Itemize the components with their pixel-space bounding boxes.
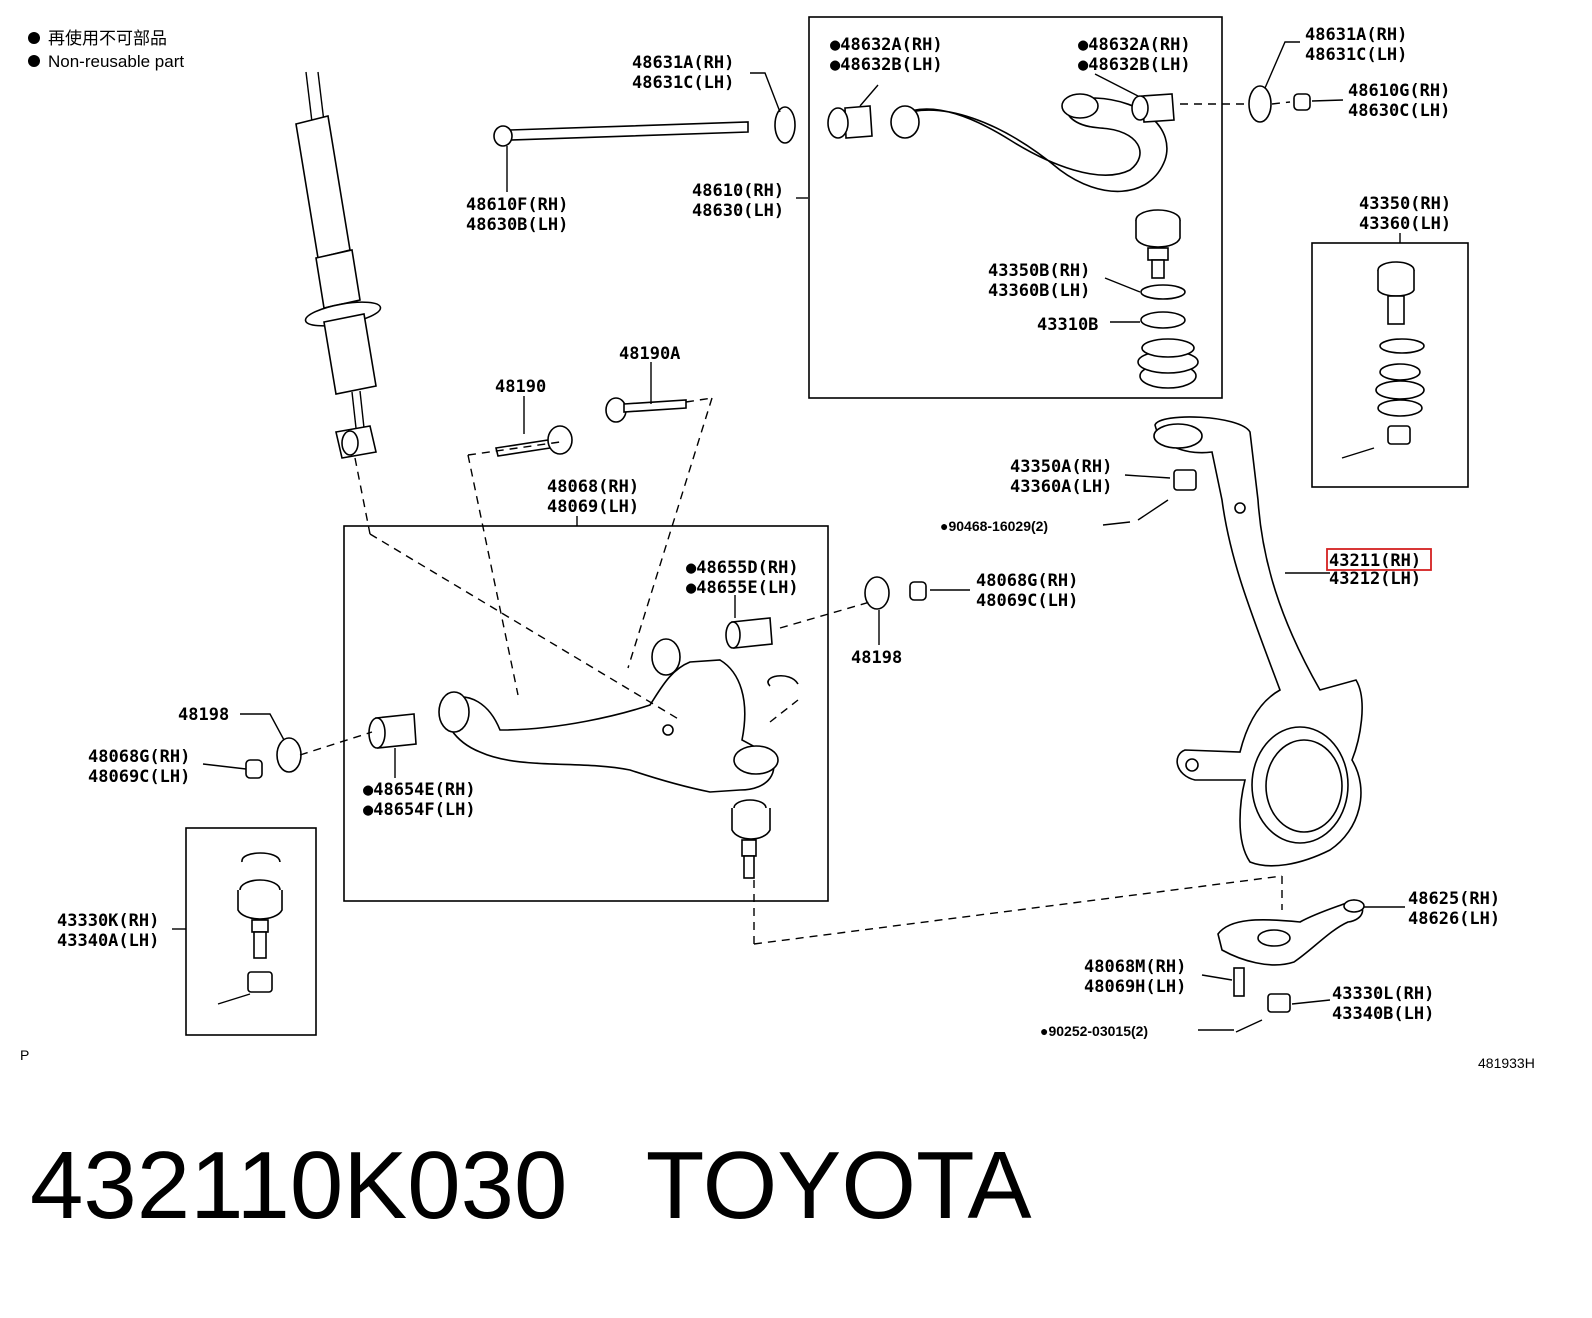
legend-jp: 再使用不可部品 (48, 28, 167, 48)
steering-arm (1217, 899, 1365, 966)
label-90252: ●90252-03015(2) (1040, 1023, 1148, 1039)
label-43360-lh: 43360(LH) (1359, 214, 1451, 234)
label-48632b-lh-right: ●48632B(LH) (1078, 55, 1191, 75)
label-48655e-lh: ●48655E(LH) (686, 578, 799, 598)
upper-arm-bolt (493, 121, 749, 147)
upper-ball-joint (1135, 209, 1181, 279)
snap-ring-lower (767, 675, 799, 687)
legend-en: Non-reusable part (48, 52, 184, 71)
steering-knuckle (1153, 416, 1363, 867)
label-48654f-lh: ●48654F(LH) (363, 800, 476, 820)
label-48630c-lh: 48630C(LH) (1348, 101, 1450, 121)
label-48069c-lh-right: 48069C(LH) (976, 591, 1078, 611)
cam-bolt-48190a (605, 397, 687, 423)
cotter-pin-90252 (1235, 1019, 1263, 1033)
label-48190a: 48190A (619, 344, 680, 364)
label-48632a-rh-right: ●48632A(RH) (1078, 35, 1191, 55)
snap-ring (1140, 284, 1186, 300)
label-48630-lh: 48630(LH) (692, 201, 784, 221)
ball-joint-kit (1341, 261, 1425, 459)
label-48654e-rh: ●48654E(RH) (363, 780, 476, 800)
dust-cover-ring (1140, 311, 1186, 329)
label-90468: ●90468-16029(2) (940, 518, 1048, 534)
label-48069-lh: 48069(LH) (547, 497, 639, 517)
label-48190: 48190 (495, 377, 546, 397)
label-48610g-rh: 48610G(RH) (1348, 81, 1450, 101)
label-43350-rh: 43350(RH) (1359, 194, 1451, 214)
label-43330k-rh: 43330K(RH) (57, 911, 159, 931)
corner-code-left: P (20, 1047, 29, 1063)
upper-control-arm (827, 93, 1175, 193)
label-48625-rh: 48625(RH) (1408, 889, 1500, 909)
highlight-43211 (1326, 548, 1432, 571)
lower-control-arm (438, 638, 779, 793)
lower-ball-joint-kit (217, 852, 283, 1005)
leader-lines (172, 41, 1405, 1031)
label-43340a-lh: 43340A(LH) (57, 931, 159, 951)
dashed-guides (299, 101, 1291, 945)
upper-arm-box (808, 16, 1223, 399)
corner-code-right: 481933H (1478, 1055, 1535, 1071)
label-48631a-rh: 48631A(RH) (632, 53, 734, 73)
lower-arm-bushing-front (368, 713, 417, 749)
label-43330l-rh: 43330L(RH) (1332, 984, 1434, 1004)
label-43350b-rh: 43350B(RH) (988, 261, 1090, 281)
label-48631c-lh-right: 48631C(LH) (1305, 45, 1407, 65)
label-48198-left: 48198 (178, 705, 229, 725)
nut-43330l (1267, 993, 1291, 1013)
label-48610-rh: 48610(RH) (692, 181, 784, 201)
label-43360a-lh: 43360A(LH) (1010, 477, 1112, 497)
washer-48631a-right (1248, 85, 1272, 123)
label-48632b-lh-left: ●48632B(LH) (830, 55, 943, 75)
label-43310b: 43310B (1037, 315, 1098, 335)
label-43211-rh: 43211(RH) (1329, 551, 1421, 571)
label-48610f-rh: 48610F(RH) (466, 195, 568, 215)
cam-bolt-48190 (495, 425, 573, 457)
cam-plate-48198-right (864, 576, 890, 610)
cotter-pin-90468 (1137, 499, 1169, 521)
label-48069h-lh: 48069H(LH) (1084, 977, 1186, 997)
lower-ball-joint-box (185, 827, 317, 1036)
lower-arm-bushing-rear (725, 617, 773, 649)
nut-43350a (1173, 469, 1197, 491)
label-48655d-rh: ●48655D(RH) (686, 558, 799, 578)
dust-boot (1137, 338, 1199, 389)
washer-48631a (774, 106, 796, 144)
part-number: 432110K030 (30, 1132, 568, 1239)
label-43350a-rh: 43350A(RH) (1010, 457, 1112, 477)
nut-48068g-left (245, 759, 263, 779)
lower-arm-box (343, 525, 829, 902)
shock-absorber (295, 71, 382, 459)
part-number-footer: 432110K030 TOYOTA (30, 1138, 1032, 1234)
label-48198-right: 48198 (851, 648, 902, 668)
lower-ball-joint (731, 799, 771, 879)
nut-48068g-right (909, 581, 927, 601)
label-48069c-lh-left: 48069C(LH) (88, 767, 190, 787)
label-48068g-rh-right: 48068G(RH) (976, 571, 1078, 591)
label-48068g-rh-left: 48068G(RH) (88, 747, 190, 767)
label-48626-lh: 48626(LH) (1408, 909, 1500, 929)
legend-bullet (28, 32, 40, 44)
label-48632a-rh-left: ●48632A(RH) (830, 35, 943, 55)
legend-bullet (28, 55, 40, 67)
label-48068-rh: 48068(RH) (547, 477, 639, 497)
nut-48610g (1293, 93, 1311, 111)
label-43212-lh: 43212(LH) (1329, 569, 1421, 589)
label-48631c-lh: 48631C(LH) (632, 73, 734, 93)
cam-plate-48198-left (276, 737, 302, 773)
brand-name: TOYOTA (645, 1132, 1032, 1239)
label-48631a-rh-right: 48631A(RH) (1305, 25, 1407, 45)
label-48630b-lh: 48630B(LH) (466, 215, 568, 235)
label-48068m-rh: 48068M(RH) (1084, 957, 1186, 977)
label-43340b-lh: 43340B(LH) (1332, 1004, 1434, 1024)
label-43360b-lh: 43360B(LH) (988, 281, 1090, 301)
ball-joint-box (1311, 242, 1469, 488)
bolt-48068m (1233, 967, 1245, 997)
